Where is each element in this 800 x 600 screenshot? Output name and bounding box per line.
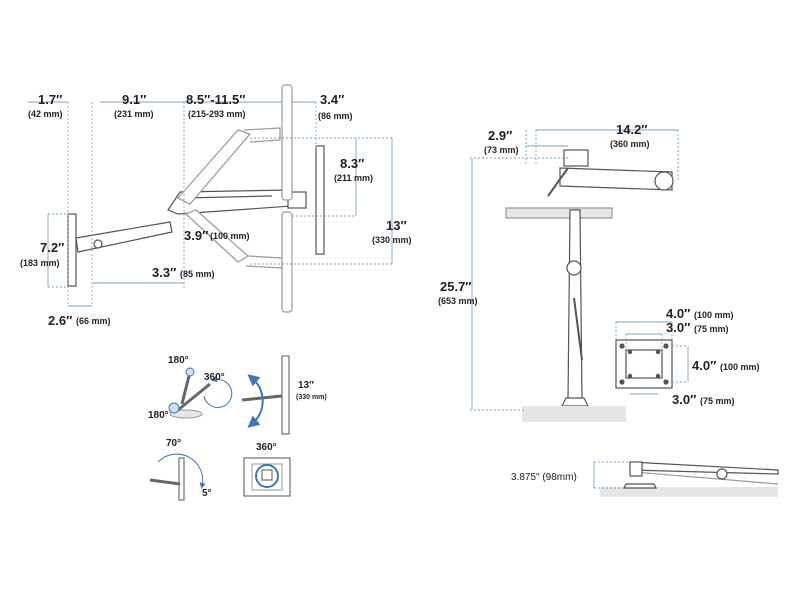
dim-2-6-value: 2.6″ xyxy=(48,313,73,328)
dim-3-4-mm: (86 mm) xyxy=(318,111,353,121)
vesa-top-3-0-value: 3.0″ xyxy=(666,320,691,335)
front-dim-2-9-value: 2.9″ xyxy=(488,128,513,143)
dim-1-7-value: 1.7″ xyxy=(38,92,63,107)
dim-9-1-value: 9.1″ xyxy=(122,92,147,107)
dim-3-3-mm: (85 mm) xyxy=(180,269,215,279)
monitor-pivot-icon xyxy=(149,453,206,501)
vesa-plate xyxy=(615,339,673,389)
vesa-right-4-0-mm: (100 mm) xyxy=(720,362,760,372)
dim-1-7-mm: (42 mm) xyxy=(28,109,63,119)
vesa-top-4-0-value: 4.0″ xyxy=(666,306,691,321)
dim-2-6-mm: (66 mm) xyxy=(76,316,111,326)
dim-8-3-mm: (211 mm) xyxy=(334,173,374,183)
rotation-180-bottom: 180° xyxy=(148,410,169,421)
front-dim-25-7-mm: (653 mm) xyxy=(438,296,478,306)
monitor-bottom xyxy=(281,211,293,313)
tilt-13-mm: (330 mm) xyxy=(296,394,327,401)
front-view-dimensions xyxy=(470,129,679,411)
vesa-bottom-3-0-mm: (75 mm) xyxy=(700,396,735,406)
vesa-right-4-0-value: 4.0″ xyxy=(692,358,717,373)
dim-7-2-value: 7.2″ xyxy=(40,240,65,255)
tilt-70: 70° xyxy=(166,438,182,449)
dim-8-5-11-5-mm: (215-293 mm) xyxy=(188,109,246,119)
main-arm-raised xyxy=(177,129,252,205)
dim-3-9-value: 3.9″ xyxy=(184,228,209,243)
vesa-dimensions xyxy=(615,321,689,395)
front-view-drawing xyxy=(505,149,674,422)
monitor-tilt-icon xyxy=(241,355,290,435)
vesa-top-4-0-mm: (100 mm) xyxy=(694,310,734,320)
dim-13-value: 13″ xyxy=(386,218,407,233)
vesa-bottom-3-0-value: 3.0″ xyxy=(672,392,697,407)
clamp-height-label: 3.875″ (98mm) xyxy=(511,472,577,483)
rotation-icons xyxy=(149,355,291,501)
dim-8-5-11-5-value: 8.5″-11.5″ xyxy=(186,92,246,107)
arm-articulation-icon xyxy=(168,367,233,419)
dim-13-mm: (330 mm) xyxy=(372,235,412,245)
wall-plate xyxy=(67,213,77,287)
vesa-top-3-0-mm: (75 mm) xyxy=(694,324,729,334)
top-monitor-bar xyxy=(505,207,613,219)
side-view-drawing xyxy=(67,84,325,313)
clamp-desk-surface xyxy=(600,487,778,497)
clamp-detail-drawing xyxy=(600,461,779,497)
tilt-5: 5° xyxy=(202,488,212,499)
desk-surface xyxy=(522,406,626,422)
screen-rotation-360: 360° xyxy=(256,442,277,453)
dim-3-9-mm: (100 mm) xyxy=(210,231,250,241)
dim-8-3-value: 8.3″ xyxy=(340,156,365,171)
front-dim-25-7-value: 25.7″ xyxy=(440,279,472,294)
front-dim-14-2-mm: (360 mm) xyxy=(610,139,650,149)
base-arm xyxy=(75,221,173,253)
clamp-dimensions xyxy=(593,461,630,489)
screen-rotation-icon xyxy=(243,457,291,497)
monitor-middle xyxy=(315,145,325,255)
front-dim-14-2-value: 14.2″ xyxy=(616,122,648,137)
rotation-360: 360° xyxy=(204,372,225,383)
dim-9-1-mm: (231 mm) xyxy=(114,109,154,119)
side-view-dimensions xyxy=(28,101,393,307)
front-dim-2-9-mm: (73 mm) xyxy=(484,145,519,155)
monitor-top xyxy=(281,84,293,201)
rotation-180-top: 180° xyxy=(168,355,189,366)
dim-7-2-mm: (183 mm) xyxy=(20,258,60,268)
dim-3-3-value: 3.3″ xyxy=(152,265,177,280)
dim-3-4-value: 3.4″ xyxy=(320,92,345,107)
tilt-13-value: 13″ xyxy=(298,380,314,391)
